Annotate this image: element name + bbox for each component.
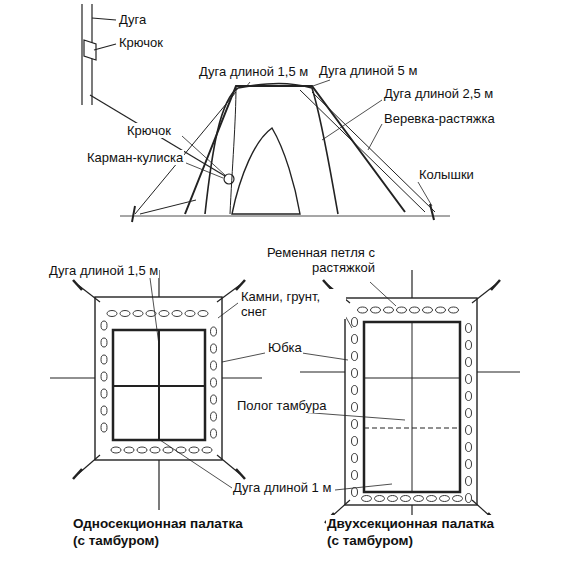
stone [466,443,472,452]
stone [466,409,472,418]
stone [101,406,107,415]
stone [384,307,394,313]
stone [401,496,411,502]
stone [150,447,160,453]
stone [466,375,472,384]
part-label: Крючок [118,35,164,50]
stone [440,496,450,502]
stone [466,392,472,401]
part-label: Веревка-растяжка [383,111,496,126]
part-label: Дуга длиной 1,5 м [198,64,309,79]
stone [352,403,358,412]
stone [211,361,217,370]
stone [120,311,130,317]
stone [453,496,463,502]
stones [101,307,472,503]
part-label: Колышки [418,167,475,182]
stone [358,307,368,313]
stone [466,426,472,435]
stone [466,324,472,333]
stone [352,369,358,378]
stone [101,355,107,364]
stone [427,496,437,502]
stone [133,311,143,317]
stone [101,389,107,398]
stone [466,477,472,486]
stone [198,311,208,317]
stone [352,420,358,429]
stone [414,496,424,502]
stone [101,372,107,381]
stone [124,447,134,453]
stone [466,460,472,469]
part-label: Крючок [126,123,172,138]
stone [436,307,446,313]
stone [466,341,472,350]
part-label: Дуга [118,12,147,27]
part-label: Дуга длиной 1,5 м [48,263,159,278]
stone [172,311,182,317]
part-label: Дуга длиной 5 м [318,63,418,78]
stone [466,494,472,503]
stone [202,447,212,453]
stone [189,447,199,453]
single-section-plan [50,270,262,510]
part-label: Юбка [267,340,303,355]
stone [101,321,107,330]
caption-text: Односекционная палатка (с тамбуром) [72,515,249,549]
stone [159,311,169,317]
stone [211,429,217,438]
stone [352,471,358,480]
stone [107,311,117,317]
stone [352,454,358,463]
stone [211,378,217,387]
stone [211,344,217,353]
stone [371,307,381,313]
part-label: Полог тамбура [236,398,327,413]
stone [352,386,358,395]
stone [375,496,385,502]
part-label: Карман-кулиска [86,150,184,165]
part-label: Дуга длиной 2,5 м [383,86,494,101]
inset-arc [82,4,225,176]
stone [101,423,107,432]
stone [137,447,147,453]
caption-text: Двухсекционная палатка (с тамбуром) [326,515,503,549]
stone [211,327,217,336]
stone [388,496,398,502]
stone [211,412,217,421]
stone [352,352,358,361]
leader-lines [150,278,405,490]
stone [352,335,358,344]
stone [397,307,407,313]
stone [101,338,107,347]
part-label: Камни, грунт, снег [240,289,346,319]
stone [352,488,358,497]
part-label: Ременная петля с растяжкой [226,245,376,275]
stone [449,307,459,313]
stone [111,447,121,453]
part-label: Дуга длиной 1 м [232,480,332,495]
stone [466,358,472,367]
stone [410,307,420,313]
stone [352,318,358,327]
stone [352,437,358,446]
stone [423,307,433,313]
stone [211,395,217,404]
stone [362,496,372,502]
stone [185,311,195,317]
